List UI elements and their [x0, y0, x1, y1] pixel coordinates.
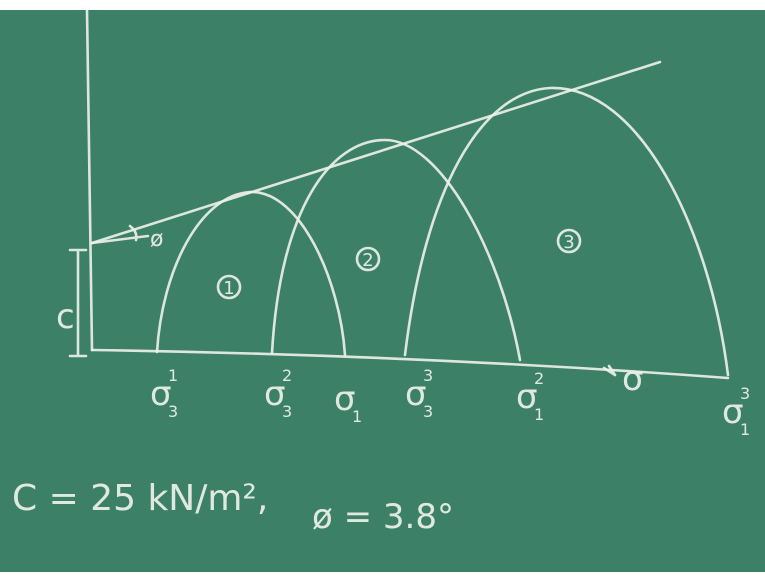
svg-text:1: 1 — [168, 366, 178, 385]
svg-text:3: 3 — [740, 384, 750, 403]
circle-1-label: 1 — [223, 278, 234, 299]
cohesion-dimension — [68, 248, 88, 358]
sigma-axis-label: σ — [622, 359, 644, 399]
cohesion-label: c — [56, 297, 75, 337]
svg-text:3: 3 — [423, 366, 433, 385]
svg-text:σ: σ — [405, 374, 427, 414]
mohr-circle-2 — [270, 138, 522, 362]
circle-2-label: 2 — [362, 250, 373, 271]
sigma-axis-arrow — [602, 364, 617, 377]
stress-label-s1-2: σ 2 1 — [516, 369, 544, 424]
chalk-diagram: 1 2 3 c ø σ σ 1 3 σ 2 3 σ 1 — [12, 10, 750, 537]
svg-text:1: 1 — [740, 420, 750, 439]
failure-envelope — [90, 60, 662, 245]
svg-text:3: 3 — [282, 402, 292, 421]
tau-axis — [85, 10, 94, 352]
svg-text:1: 1 — [534, 405, 544, 424]
cohesion-equation: C = 25 kN/m², — [12, 478, 268, 519]
stress-label-s3-3: σ 3 3 — [405, 366, 433, 421]
svg-text:3: 3 — [168, 402, 178, 421]
stress-label-s3-2: σ 2 3 — [264, 366, 292, 421]
svg-text:σ: σ — [516, 377, 538, 417]
stress-label-s1-3: σ 3 1 — [722, 384, 750, 439]
circle-3-marker — [556, 228, 582, 254]
mohr-circle-1 — [155, 190, 347, 357]
chalkboard: 1 2 3 c ø σ σ 1 3 σ 2 3 σ 1 — [0, 10, 765, 572]
svg-text:2: 2 — [534, 369, 544, 388]
svg-text:σ: σ — [150, 374, 172, 414]
circle-3-label: 3 — [563, 232, 574, 253]
phi-label: ø — [150, 227, 163, 252]
svg-text:2: 2 — [282, 366, 292, 385]
circle-2-marker — [355, 246, 381, 272]
svg-text:σ: σ — [722, 392, 744, 432]
stress-label-s3-1: σ 1 3 — [150, 366, 178, 421]
sigma-axis — [90, 348, 730, 380]
circle-1-marker — [216, 274, 242, 300]
svg-text:3: 3 — [423, 402, 433, 421]
svg-text:σ: σ — [334, 379, 356, 419]
stress-label-s1-1: σ 1 — [334, 379, 362, 426]
mohr-circle-3 — [403, 86, 730, 377]
svg-text:σ: σ — [264, 374, 286, 414]
phi-equation: ø = 3.8° — [312, 497, 454, 537]
svg-text:1: 1 — [352, 407, 362, 426]
phi-angle-line — [90, 224, 150, 245]
